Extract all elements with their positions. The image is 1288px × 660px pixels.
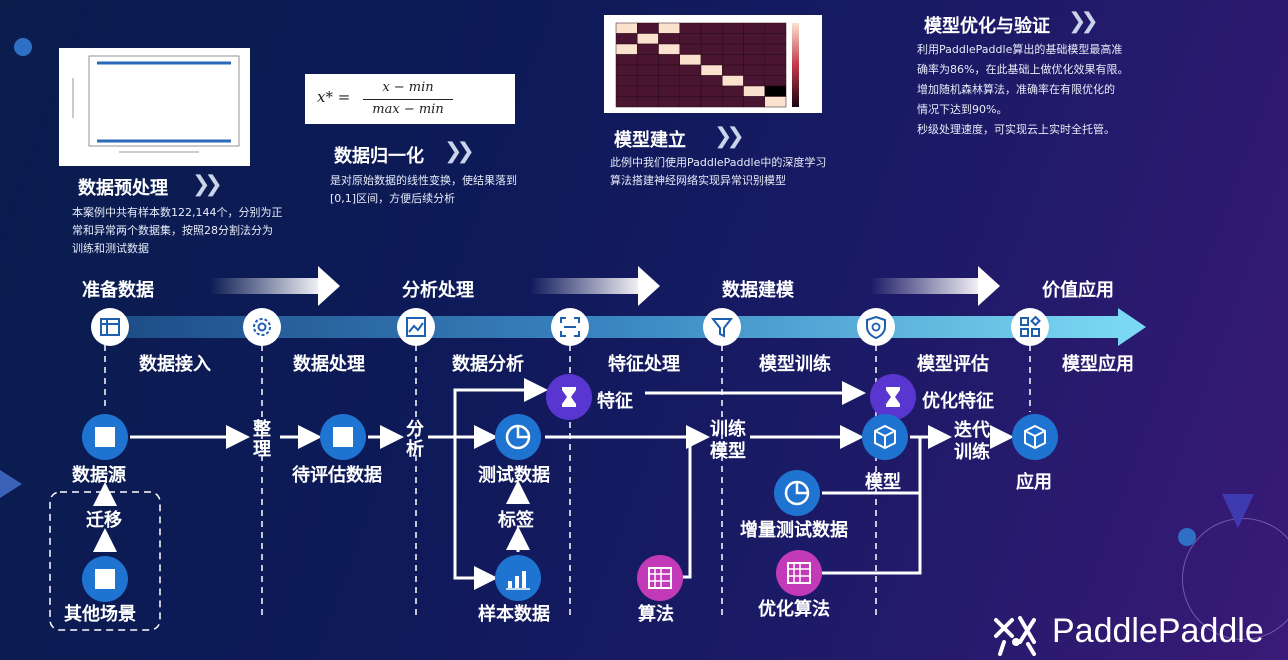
decor-dot: [14, 38, 32, 56]
sample-data-node: [495, 555, 541, 601]
decor-dot: [1178, 528, 1196, 546]
chart-window-icon: [406, 317, 426, 337]
optimize-feature-label: 优化特征: [922, 391, 994, 412]
migrate-label: 迁移: [86, 510, 122, 531]
bar-chart-icon: [506, 571, 530, 590]
step-label: 特征处理: [608, 354, 680, 375]
feature-label: 特征: [597, 391, 633, 412]
pie-chart-icon: [505, 424, 531, 450]
phase-label: 分析处理: [402, 280, 474, 301]
step-icon-circle: [397, 308, 435, 346]
section-title-optimize: 模型优化与验证: [924, 16, 1050, 37]
algorithm-node: [637, 555, 683, 601]
step-label: 数据分析: [452, 354, 524, 375]
step-icon-circle: [551, 308, 589, 346]
heatmap-thumbnail: [604, 15, 822, 113]
optimize-algo-node: [776, 550, 822, 596]
model-node: [862, 414, 908, 460]
decor-triangle: [0, 470, 22, 498]
section-desc-preprocess: 本案例中共有样本数122,144个，分别为正常和异常两个数据集，按照28分割法分…: [72, 206, 283, 255]
optimize-feature-node: [870, 374, 916, 420]
table-edit-icon: [100, 318, 120, 336]
other-scenes-node: [82, 556, 128, 602]
algorithm-label: 算法: [638, 604, 674, 625]
test-data-label: 测试数据: [478, 465, 550, 486]
section-desc-model: 此例中我们使用PaddlePaddle中的深度学习算法搭建神经网络实现异常识别模…: [610, 156, 827, 187]
section-title-preprocess: 数据预处理: [78, 178, 168, 199]
step-icon-circle: [1011, 308, 1049, 346]
flow-connectors: [93, 378, 1014, 590]
step-icon-circle: [857, 308, 895, 346]
formula-denominator: max − min: [372, 102, 444, 117]
step-label: 模型评估: [917, 354, 989, 375]
abacus-icon: [648, 567, 672, 589]
incremental-test-node: [774, 470, 820, 516]
phase-label: 价值应用: [1042, 280, 1114, 301]
optimize-algo-label: 优化算法: [758, 599, 830, 620]
square-icon: [95, 427, 115, 447]
step-icon-circle: [243, 308, 281, 346]
scatter-plot-thumbnail: [59, 48, 250, 166]
pie-chart-icon: [784, 480, 810, 506]
model-label: 模型: [865, 472, 901, 493]
data-source-node: [82, 414, 128, 460]
phase-label: 准备数据: [82, 280, 154, 301]
incremental-test-label: 增量测试数据: [740, 520, 848, 541]
paddle-logo-icon: [994, 616, 1036, 656]
phase-arrow: [530, 266, 660, 306]
cube-icon: [1024, 424, 1046, 450]
pending-data-label: 待评估数据: [292, 465, 382, 486]
analyze-label: 分析: [406, 419, 424, 460]
cube-icon: [874, 424, 896, 450]
train-model-label: 训练模型: [710, 419, 746, 462]
funnel-icon: [710, 318, 734, 338]
hourglass-icon: [886, 387, 900, 407]
scan-icon: [560, 317, 580, 337]
hourglass-icon: [562, 387, 576, 407]
application-node: [1012, 414, 1058, 460]
apps-icon: [1020, 315, 1041, 337]
square-icon: [95, 569, 115, 589]
decor-triangle: [1222, 494, 1254, 528]
phase-arrow: [870, 266, 1000, 306]
normalization-formula: x* = x − min max − min: [305, 74, 515, 124]
paddlepaddle-logo: [990, 612, 1050, 656]
step-label: 数据接入: [139, 354, 211, 375]
iterative-train-label: 迭代训练: [954, 420, 990, 463]
phase-arrow: [210, 266, 340, 306]
formula-lhs: x* =: [317, 88, 351, 106]
feature-node: [546, 374, 592, 420]
step-label: 模型训练: [759, 354, 831, 375]
section-desc-optimize: 利用PaddlePaddle算出的基础模型最高准确率为86%，在此基础上做优化效…: [917, 43, 1129, 136]
gear-icon: [253, 318, 271, 336]
organize-label: 整理: [253, 419, 271, 460]
test-data-node: [495, 414, 541, 460]
step-label: 数据处理: [293, 354, 365, 375]
step-label: 模型应用: [1062, 354, 1134, 375]
brand-name: PaddlePaddle: [1052, 612, 1264, 650]
data-source-label: 数据源: [72, 465, 126, 486]
sample-data-label: 样本数据: [478, 604, 550, 625]
section-title-normalize: 数据归一化: [334, 146, 424, 167]
section-desc-normalize: 是对原始数据的线性变换，使结果落到[0,1]区间，方便后续分析: [330, 174, 517, 205]
shield-search-icon: [866, 315, 886, 340]
step-icon-circle: [91, 308, 129, 346]
application-label: 应用: [1016, 472, 1052, 493]
section-title-model: 模型建立: [614, 130, 686, 151]
other-scenes-label: 其他场景: [64, 604, 136, 625]
square-icon: [333, 427, 353, 447]
abacus-icon: [787, 562, 811, 584]
phase-label: 数据建模: [722, 280, 794, 301]
formula-fraction-bar: [363, 99, 453, 100]
pending-data-node: [320, 414, 366, 460]
timeline-arrowhead: [1118, 308, 1146, 346]
formula-numerator: x − min: [382, 80, 434, 95]
step-icon-circle: [703, 308, 741, 346]
label-node-label: 标签: [498, 510, 534, 531]
